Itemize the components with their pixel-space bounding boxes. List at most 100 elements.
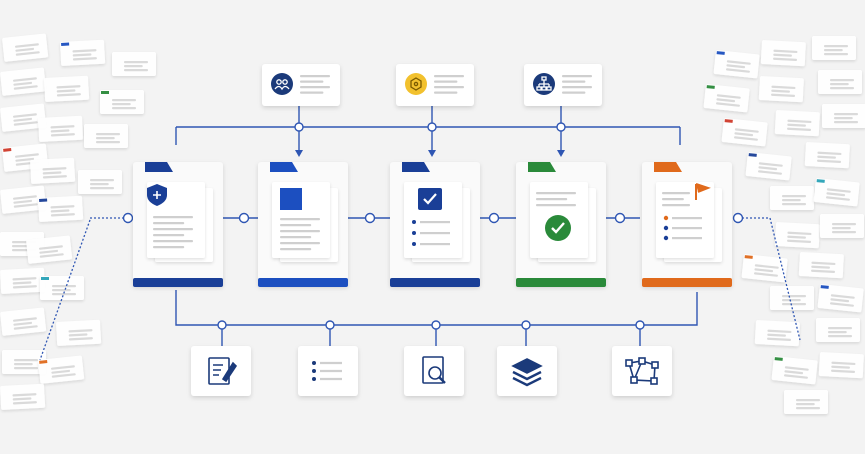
text-line <box>280 248 312 251</box>
stage-tab <box>270 162 298 172</box>
text-line <box>773 53 792 57</box>
text-line <box>42 175 67 179</box>
people-icon <box>271 73 293 95</box>
bullet <box>663 225 669 231</box>
text-line <box>90 183 109 186</box>
side-card-body <box>38 355 85 384</box>
text-line <box>153 216 193 219</box>
side-card <box>2 33 49 62</box>
side-card <box>112 52 156 76</box>
text-line <box>56 85 81 89</box>
side-card-body <box>2 33 49 62</box>
bottom-node-graph <box>612 346 672 396</box>
hexagon-network-icon-glyph <box>410 77 422 91</box>
text-line <box>811 269 836 274</box>
text-line <box>13 117 33 122</box>
text-line <box>153 240 193 243</box>
text-line <box>13 203 38 208</box>
plus <box>153 191 161 199</box>
text-line <box>562 75 592 78</box>
text-line <box>782 295 806 298</box>
text-line <box>830 79 854 82</box>
text-line <box>51 373 76 378</box>
side-card-tab <box>744 255 753 259</box>
side-card-body <box>44 75 90 102</box>
text-line <box>771 93 796 98</box>
junction-node <box>217 320 227 330</box>
text-line <box>787 231 812 236</box>
text-line <box>796 407 820 410</box>
side-card <box>774 222 820 249</box>
text-line <box>12 77 37 82</box>
text-line <box>12 113 37 118</box>
side-card-body <box>84 124 128 148</box>
junction-node <box>431 320 441 330</box>
text-line <box>754 272 778 277</box>
text-line <box>50 209 70 213</box>
chain-node <box>122 212 134 224</box>
text-line <box>68 329 93 333</box>
side-card <box>798 252 844 279</box>
document-stack-icon <box>280 188 302 210</box>
text-line <box>672 227 702 230</box>
network-graph-icon <box>625 357 659 385</box>
text-line <box>832 231 856 234</box>
side-card <box>770 286 814 310</box>
shield-plus-icon <box>147 184 167 206</box>
text-line <box>771 89 790 93</box>
text-line <box>787 235 806 239</box>
text-line <box>824 53 848 56</box>
bullet <box>412 242 416 246</box>
text-line <box>782 203 806 206</box>
side-card-tab <box>706 85 715 89</box>
side-card <box>758 76 804 103</box>
check <box>423 193 437 205</box>
text-line <box>826 196 850 201</box>
text-line <box>734 132 754 137</box>
text-line <box>14 367 38 370</box>
top-node-team <box>262 64 340 106</box>
text-line <box>72 57 97 61</box>
text-line <box>796 403 815 406</box>
text-line <box>96 141 120 144</box>
text-line <box>12 285 37 289</box>
side-card-body <box>30 157 76 184</box>
text-line <box>536 198 568 201</box>
people-icon-glyph <box>274 79 290 91</box>
text-line <box>767 337 792 342</box>
text-line <box>831 361 856 366</box>
text-line <box>826 188 851 193</box>
checkbox-list-icon <box>412 188 450 246</box>
bottom-node-inspect <box>404 346 464 396</box>
side-card-body <box>774 222 820 249</box>
stage-tab <box>145 162 173 172</box>
side-card-body <box>0 103 47 132</box>
side-card <box>100 90 144 114</box>
text-line <box>726 64 746 69</box>
text-line <box>90 179 114 182</box>
side-card-tab <box>716 51 725 55</box>
text-line <box>50 205 75 209</box>
text-line <box>280 242 320 245</box>
side-card <box>60 39 106 66</box>
text-line <box>536 204 576 207</box>
junction-node <box>635 320 645 330</box>
hexagon-network-icon <box>405 73 427 95</box>
side-card <box>804 142 850 169</box>
side-card <box>38 115 84 142</box>
text-line <box>824 49 843 52</box>
side-card-body <box>0 307 47 336</box>
text-line <box>12 393 37 397</box>
side-card-body <box>758 76 804 103</box>
text-line <box>782 299 801 302</box>
side-card <box>754 320 800 347</box>
side-card-body <box>822 104 865 128</box>
stage-review <box>390 162 480 287</box>
bottom-node-card <box>612 346 672 396</box>
side-card <box>713 50 760 79</box>
text-line <box>39 253 64 258</box>
text-line <box>14 153 39 158</box>
side-card-body <box>112 52 156 76</box>
text-line <box>830 83 849 86</box>
text-line <box>834 117 853 120</box>
